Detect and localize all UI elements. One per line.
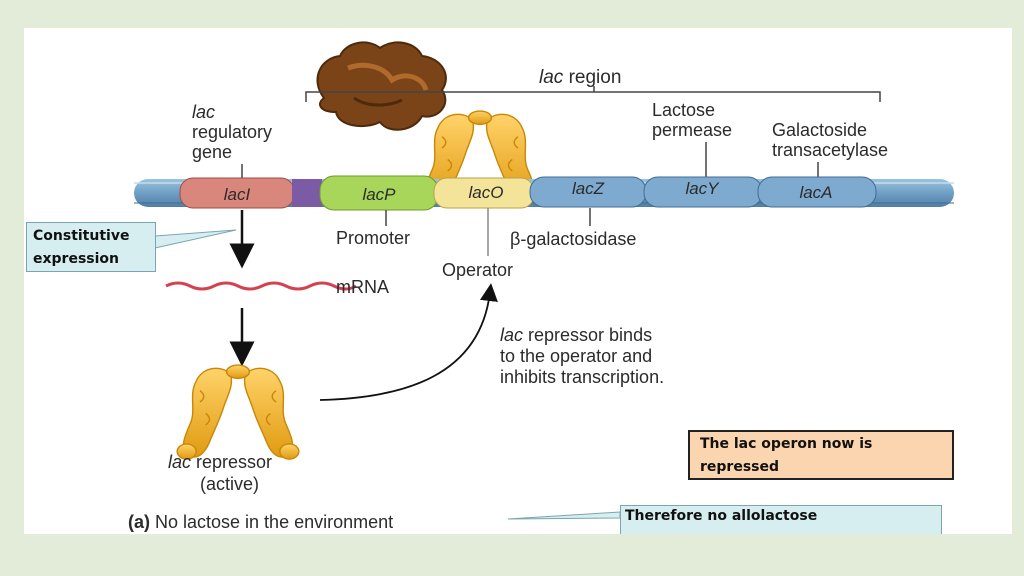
mrna-strand [165, 281, 357, 291]
lac-operon-diagram: lac region lac regulatory gene Lactose p… [128, 41, 954, 532]
svg-text:lacP: lacP [362, 185, 396, 204]
svg-text:lacZ: lacZ [572, 179, 605, 198]
regulatory-gene-label: lac regulatory gene [192, 102, 277, 162]
lac-region-label: lac region [539, 67, 621, 88]
gene-lacP: lacP [319, 175, 439, 211]
mrna-label: mRNA [336, 277, 389, 297]
transacetylase-label: Galactoside transacetylase [772, 120, 888, 160]
b-galactosidase-label: β-galactosidase [510, 229, 636, 249]
gene-lacY: lacY [643, 176, 763, 208]
binding-arrow [319, 283, 498, 401]
spacer-segment [292, 179, 322, 207]
promoter-label: Promoter [336, 228, 410, 248]
gene-lacO: lacO [433, 177, 535, 209]
svg-text:lacI: lacI [224, 185, 251, 204]
figure-caption: (a) No lactose in the environment [128, 512, 393, 532]
operator-label: Operator [442, 260, 513, 280]
no-allolactose-callout: Therefore no allolactose [620, 505, 942, 534]
active-repressor-shape [176, 364, 300, 460]
gene-lacA: lacA [757, 176, 877, 208]
gene-lacZ: lacZ [529, 176, 647, 208]
rna-polymerase-shape [316, 41, 447, 131]
svg-text:lacY: lacY [685, 179, 720, 198]
repressor-binds-text: lac repressor binds to the operator and … [500, 325, 664, 387]
allolactose-callout-pointer [507, 511, 621, 520]
svg-text:lacA: lacA [799, 183, 832, 202]
constitutive-expression-callout: Constitutive expression [26, 222, 156, 272]
lac-region-bracket [305, 86, 881, 102]
svg-text:lacO: lacO [469, 183, 504, 202]
gene-lacI: lacI [179, 177, 295, 209]
operon-repressed-callout: The lac operon now is repressed [688, 430, 954, 480]
repressor-active-label: lac repressor (active) [168, 452, 277, 494]
constitutive-callout-pointer [154, 229, 237, 249]
slide: lac region lac regulatory gene Lactose p… [24, 28, 1012, 534]
lactose-permease-label: Lactose permease [652, 100, 732, 140]
